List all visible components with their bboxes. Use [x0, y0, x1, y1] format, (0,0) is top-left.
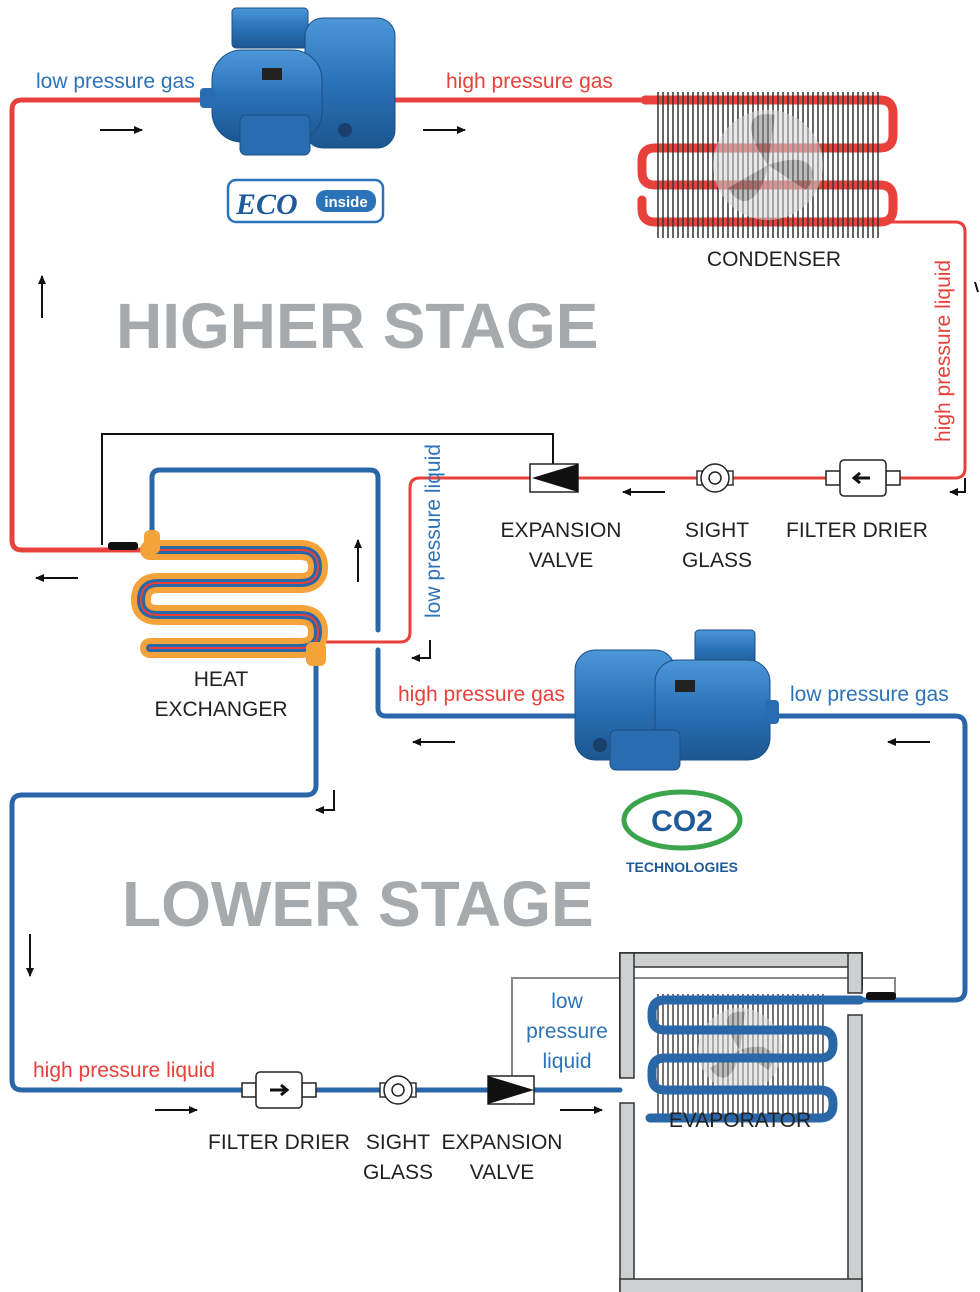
compressor-lower-stage[interactable]	[574, 629, 779, 771]
hs-sight-glass-label-2: GLASS	[682, 549, 752, 572]
hs-low-pressure-gas-label: low pressure gas	[36, 70, 195, 93]
filter-drier-ls-icon[interactable]	[241, 1071, 317, 1109]
lower-stage-title: LOWER STAGE	[122, 868, 594, 940]
heat-exchanger-label-1: HEAT	[194, 668, 249, 691]
evaporator-coil	[645, 995, 865, 1123]
ls-expansion-valve-label-1: EXPANSION	[442, 1131, 563, 1154]
ls-low-pressure-gas-label: low pressure gas	[790, 683, 949, 706]
ls-low-pressure-liquid-label-1: low	[551, 990, 583, 1013]
sight-glass-ls-icon[interactable]	[379, 1075, 417, 1105]
condenser-fan-icon	[713, 110, 823, 220]
ls-hx-outlet-down	[9, 657, 623, 1093]
heat-exchanger	[131, 530, 328, 666]
eco-inside-logo: ECO inside	[226, 178, 385, 224]
ls-expansion-valve-label-2: VALVE	[470, 1161, 535, 1184]
hs-high-pressure-liquid-label: high pressure liquid	[932, 260, 955, 442]
ls-low-pressure-liquid-label-2: pressure	[526, 1020, 608, 1043]
ls-hx-outlet-up	[149, 467, 381, 633]
expansion-valve-ls-icon[interactable]	[487, 1075, 535, 1105]
eco-script-text: ECO	[235, 188, 298, 221]
evaporator-label: EVAPORATOR	[669, 1109, 811, 1132]
ls-filter-drier-label: FILTER DRIER	[208, 1131, 350, 1154]
ls-sight-glass-label-2: GLASS	[363, 1161, 433, 1184]
ls-suction-line	[767, 713, 968, 1003]
bulb-sensor-hs	[108, 542, 138, 550]
hs-expansion-valve-label-1: EXPANSION	[501, 519, 622, 542]
hs-high-pressure-gas-label: high pressure gas	[446, 70, 613, 93]
hs-low-pressure-liquid-label: low pressure liquid	[422, 444, 445, 618]
evaporator-enclosure	[619, 952, 863, 1292]
bulb-sensor-ls	[866, 992, 896, 1000]
higher-stage-pipes	[9, 95, 967, 644]
co2-technologies-text: TECHNOLOGIES	[626, 859, 738, 875]
ls-high-pressure-gas-label: high pressure gas	[398, 683, 565, 706]
evaporator-fan-icon	[698, 1008, 782, 1092]
higher-stage-title: HIGHER STAGE	[116, 290, 598, 362]
hs-liquid-line	[323, 220, 967, 644]
heat-exchanger-label-2: EXCHANGER	[154, 698, 287, 721]
co2-text: CO2	[651, 805, 713, 838]
hs-suction-line	[9, 97, 215, 553]
hs-expansion-valve-label-2: VALVE	[529, 549, 594, 572]
condenser-label: CONDENSER	[707, 248, 841, 271]
ls-high-pressure-liquid-label: high pressure liquid	[33, 1059, 215, 1082]
expansion-valve-hs-icon[interactable]	[529, 463, 579, 493]
compressor-higher-stage[interactable]	[200, 7, 396, 156]
ls-equalizer-line	[511, 977, 896, 1090]
lower-stage-pipes	[9, 467, 968, 1093]
sight-glass-hs-icon[interactable]	[696, 463, 734, 493]
hs-equalizer-line	[101, 433, 554, 545]
ls-discharge-line	[375, 647, 583, 719]
filter-drier-hs-icon[interactable]	[825, 459, 901, 497]
flow-arrows	[26, 126, 979, 1114]
hs-sight-glass-label-1: SIGHT	[685, 519, 749, 542]
eco-inside-text: inside	[324, 194, 367, 211]
ls-sight-glass-label-1: SIGHT	[366, 1131, 430, 1154]
co2-technologies-logo: CO2 TECHNOLOGIES	[621, 789, 743, 875]
ls-low-pressure-liquid-label-3: liquid	[542, 1050, 591, 1073]
hs-filter-drier-label: FILTER DRIER	[786, 519, 928, 542]
